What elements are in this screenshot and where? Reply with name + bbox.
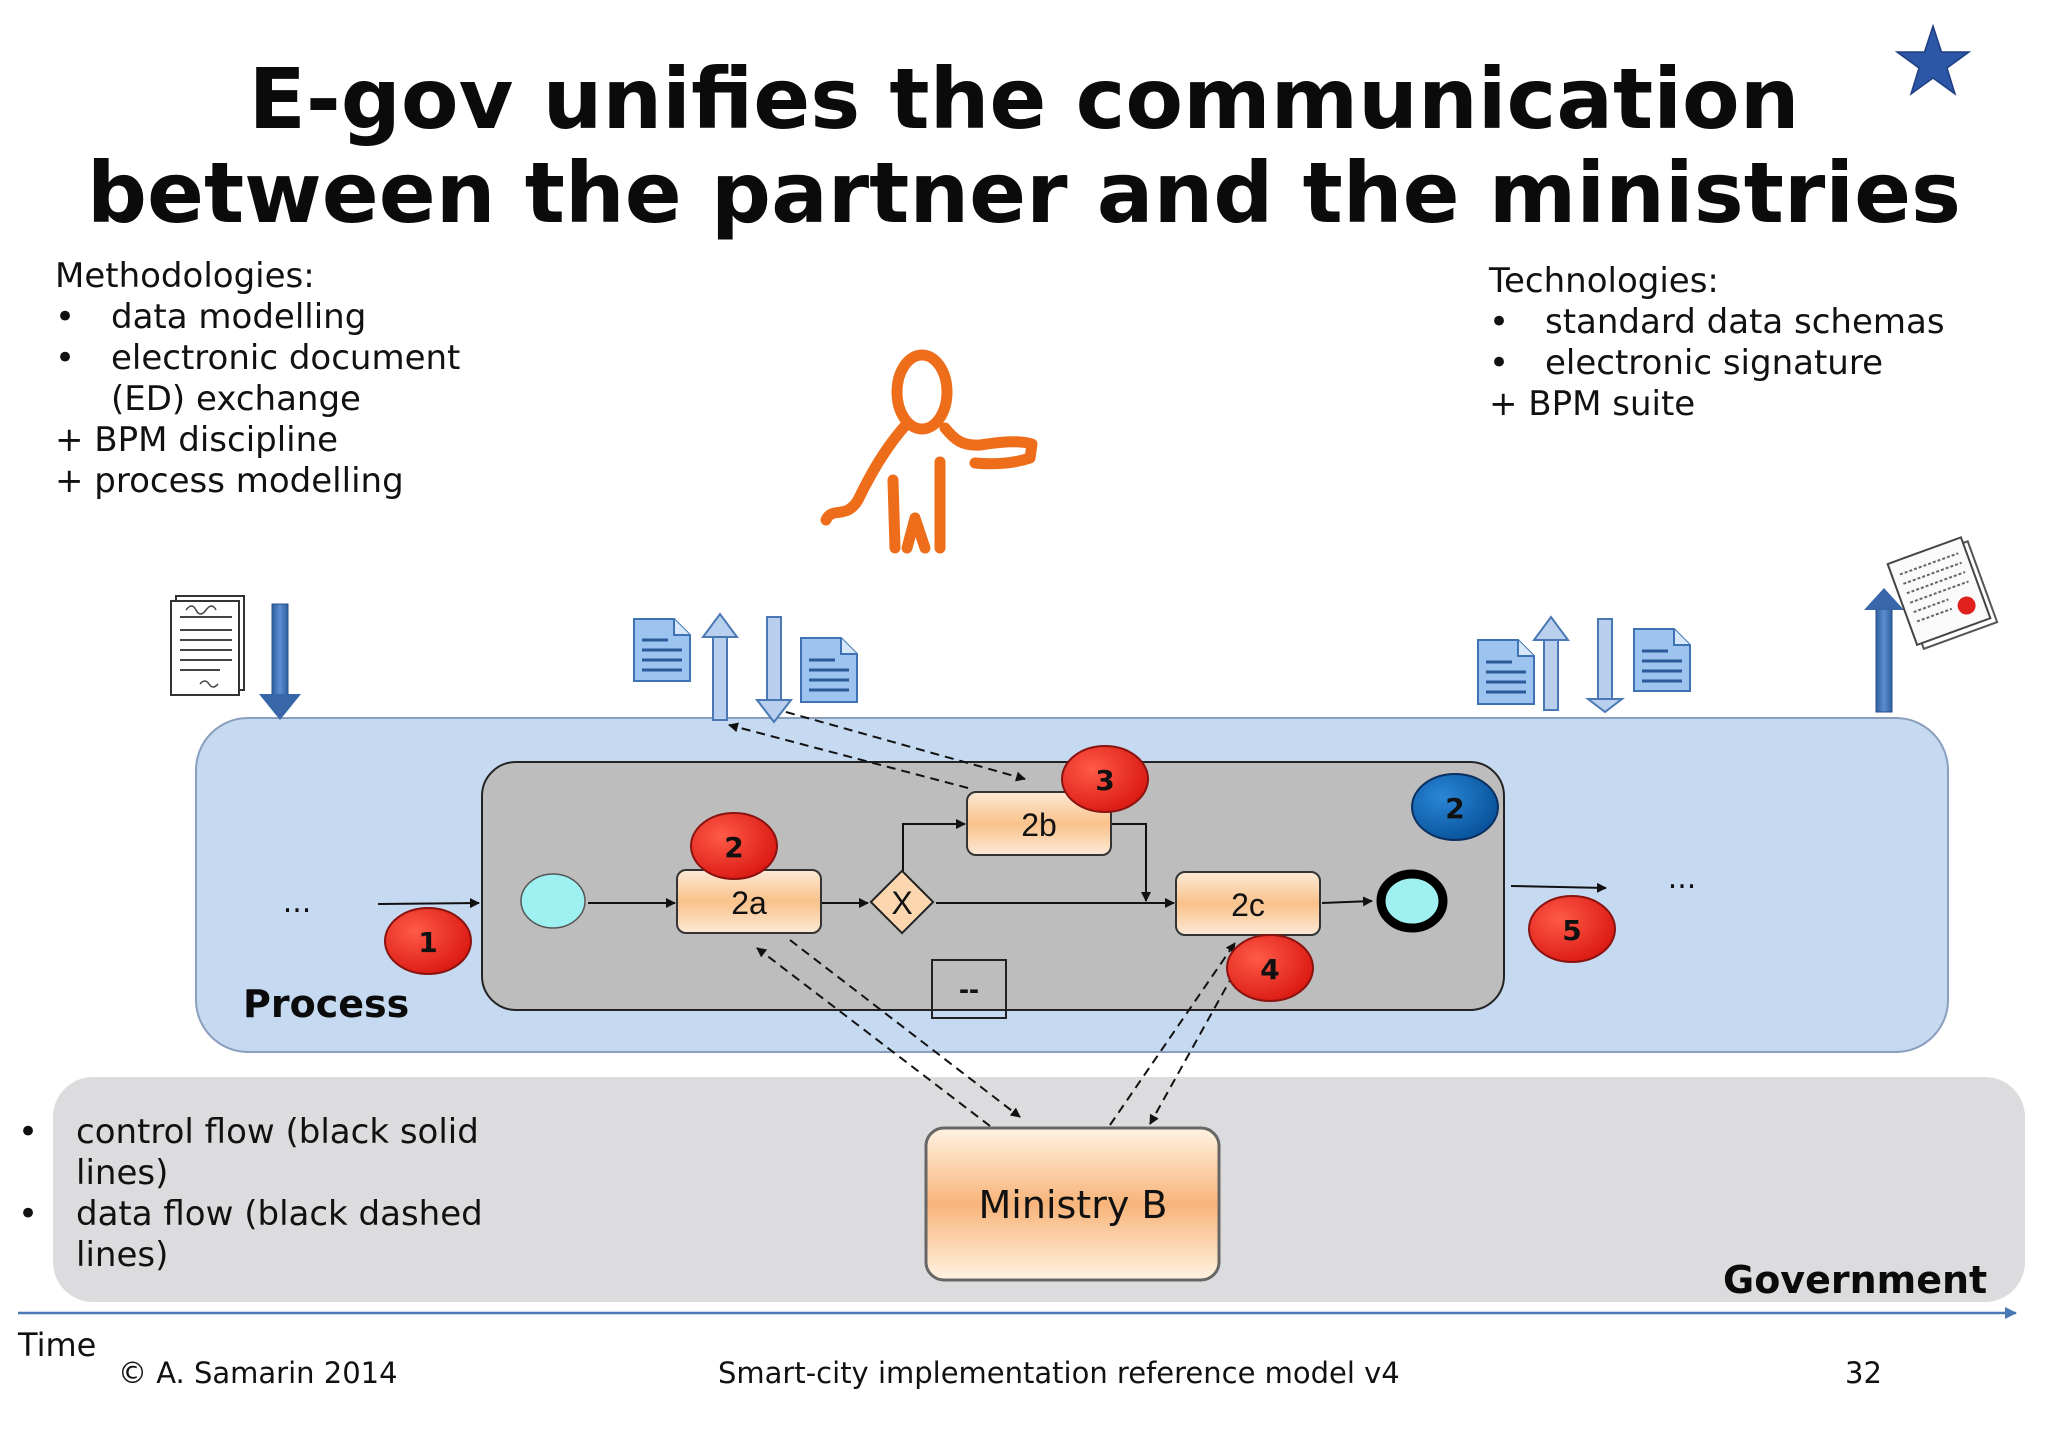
ellipsis-right: ... xyxy=(1668,861,1697,896)
technologies-list: Technologies: •standard data schemas •el… xyxy=(1489,261,1945,425)
bullet: • xyxy=(55,297,76,337)
legend-item-continuation: lines) xyxy=(76,1235,169,1275)
list-item: •electronic signature xyxy=(1489,343,1883,383)
task-2c-label: 2c xyxy=(1231,887,1265,923)
document-icon xyxy=(633,618,691,682)
technologies-heading: Technologies: xyxy=(1489,261,1719,301)
list-item: + process modelling xyxy=(55,461,404,501)
task-2b-box xyxy=(966,791,1112,856)
person-icon xyxy=(820,349,1038,554)
legend-item-data-flow: •data flow (black dashed xyxy=(18,1194,483,1234)
control-flow xyxy=(377,819,1607,909)
marker-2: 2 xyxy=(690,812,778,880)
document-icon xyxy=(1633,628,1691,692)
ministry-box xyxy=(924,1126,1221,1282)
footer-model: Smart-city implementation reference mode… xyxy=(718,1356,1400,1390)
bullet: • xyxy=(55,338,76,378)
footer-copyright: © A. Samarin 2014 xyxy=(118,1356,398,1390)
bullet: • xyxy=(18,1194,39,1234)
list-item-continuation: (ED) exchange xyxy=(111,379,361,419)
arrow-up-icon xyxy=(1864,588,1904,713)
svg-text:1: 1 xyxy=(418,926,437,959)
svg-text:4: 4 xyxy=(1260,953,1279,986)
marker-4: 4 xyxy=(1226,934,1314,1002)
methodologies-heading: Methodologies: xyxy=(55,256,315,296)
svg-text:2: 2 xyxy=(1445,792,1464,825)
bullet: • xyxy=(1489,302,1510,342)
star-icon xyxy=(1894,23,1972,96)
task-2c-box xyxy=(1175,871,1321,936)
slide-title-line-2: between the partner and the ministries xyxy=(86,144,1962,242)
task-2a-label: 2a xyxy=(731,885,767,921)
process-label: Process xyxy=(243,982,410,1026)
page-number: 32 xyxy=(1845,1356,1882,1390)
government-label: Government xyxy=(1723,1258,1988,1302)
list-item: + BPM suite xyxy=(1489,384,1696,424)
svg-text:5: 5 xyxy=(1562,914,1581,947)
list-item: •data modelling xyxy=(55,297,367,337)
arrow-up-icon xyxy=(1532,615,1570,711)
ministry-label: Ministry B xyxy=(979,1183,1168,1227)
slide-title: E-gov unifies the communication between … xyxy=(0,52,2048,240)
arrow-down-icon xyxy=(1585,618,1625,714)
time-label: Time xyxy=(18,1326,97,1364)
task-2b-label: 2b xyxy=(1021,807,1057,843)
ellipsis-left: ... xyxy=(283,885,312,920)
marker-3: 3 xyxy=(1061,745,1149,813)
arrow-up-icon xyxy=(701,612,739,721)
list-item: + BPM discipline xyxy=(55,420,339,460)
bullet: • xyxy=(18,1112,39,1152)
marker-2-blue: 2 xyxy=(1411,773,1499,841)
end-event xyxy=(1376,869,1448,933)
legend: •control flow (black solid lines) •data … xyxy=(18,1112,483,1276)
bullet: • xyxy=(1489,343,1510,383)
methodologies-list: Methodologies: •data modelling •electron… xyxy=(55,256,460,502)
arrow-down-icon xyxy=(754,616,794,724)
marker-1: 1 xyxy=(384,907,472,975)
legend-item-continuation: lines) xyxy=(76,1153,169,1193)
svg-text:3: 3 xyxy=(1095,764,1114,797)
marker-5: 5 xyxy=(1528,895,1616,963)
legend-item-control-flow: •control flow (black solid xyxy=(18,1112,479,1152)
gateway xyxy=(869,869,935,935)
document-icon xyxy=(1477,639,1535,705)
list-item: •electronic document xyxy=(55,338,461,378)
gateway-label: X xyxy=(891,885,912,921)
collapsed-marker-box xyxy=(931,959,1007,1019)
certificate-icon xyxy=(1886,536,1999,651)
slide-title-line-1: E-gov unifies the communication xyxy=(248,50,1800,148)
collapsed-marker-label: -- xyxy=(959,973,979,1006)
document-icon xyxy=(800,637,858,703)
start-event xyxy=(520,873,586,929)
list-item: •standard data schemas xyxy=(1489,302,1945,342)
svg-text:2: 2 xyxy=(724,831,743,864)
signed-document-icon xyxy=(170,595,245,696)
arrow-down-icon xyxy=(259,603,301,720)
